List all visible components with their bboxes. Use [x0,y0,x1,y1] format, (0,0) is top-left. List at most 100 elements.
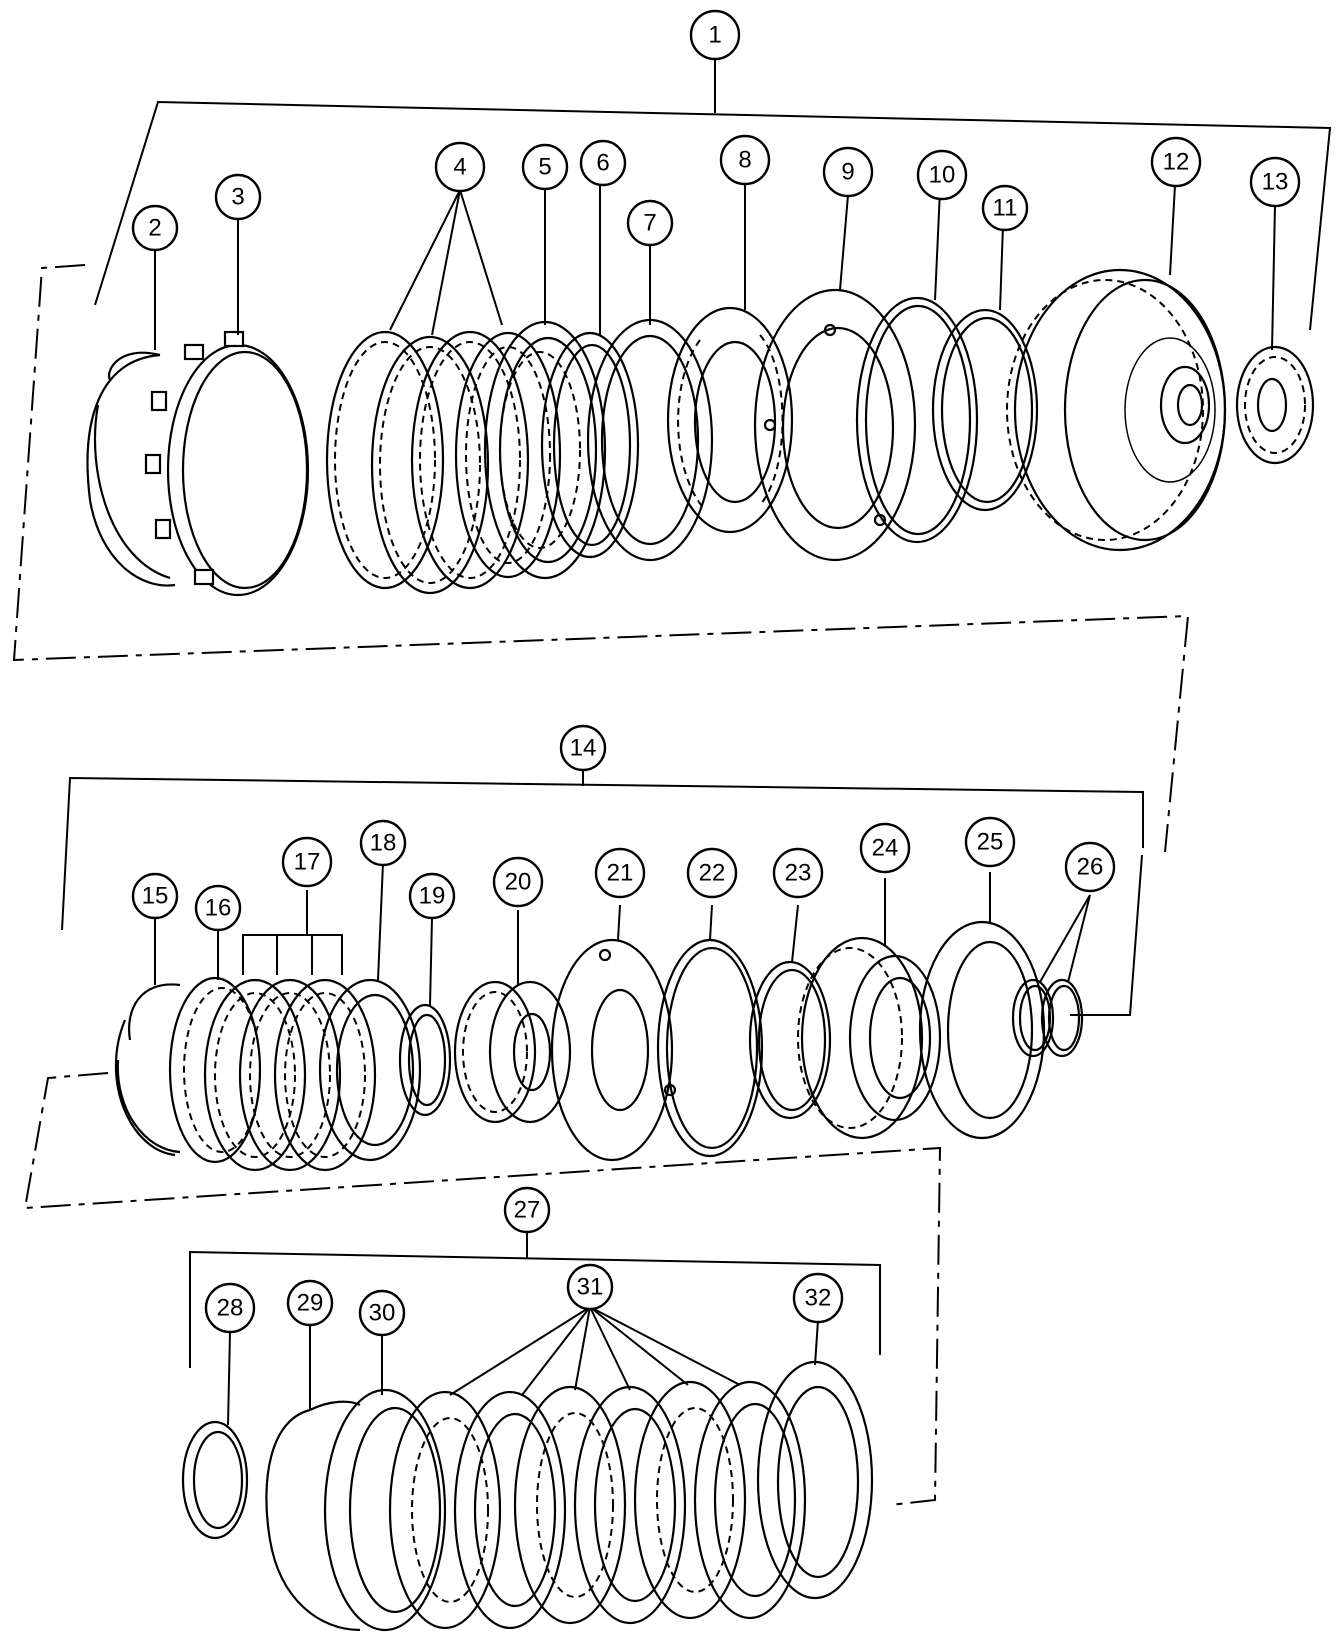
callout-18: 18 [359,819,407,867]
svg-text:28: 28 [217,1295,244,1322]
svg-text:26: 26 [1077,854,1104,881]
part-32-backing-plate [756,1360,874,1600]
svg-text:32: 32 [805,1285,832,1312]
svg-text:12: 12 [1163,149,1190,176]
callout-6: 6 [579,139,627,187]
part-28-thrust-bearing [181,1420,249,1540]
callout-13: 13 [1249,156,1301,208]
svg-text:15: 15 [142,883,169,910]
callout-20: 20 [492,856,544,908]
svg-text:18: 18 [370,830,397,857]
callout-5: 5 [521,143,569,191]
svg-text:17: 17 [294,849,321,876]
callout-4: 4 [434,141,486,193]
svg-text:7: 7 [643,210,656,237]
callout-26: 26 [1064,841,1116,893]
callout-11: 11 [981,184,1029,232]
part-24-piston-housing [797,936,942,1140]
svg-text:31: 31 [577,1274,604,1301]
part-16-pressure-plate [168,976,262,1164]
svg-text:8: 8 [738,147,751,174]
callout-25: 25 [964,816,1016,868]
svg-text:29: 29 [297,1290,324,1317]
part-3-retainer-ring [144,330,310,597]
part-6-ring [540,331,640,559]
callout-22: 22 [686,847,738,899]
svg-text:11: 11 [993,195,1018,222]
svg-text:1: 1 [708,22,721,49]
part-4-clutch-plates [325,330,562,595]
part-13-thrust-washer [1235,345,1315,465]
callout-27: 27 [503,1186,551,1234]
callout-3: 3 [214,173,262,221]
svg-text:19: 19 [419,883,446,910]
part-29-snap-ring [265,1400,361,1632]
svg-text:16: 16 [205,895,232,922]
svg-text:27: 27 [514,1197,541,1224]
part-9-piston [753,288,917,562]
part-30-pressure-plate [323,1388,447,1632]
svg-text:21: 21 [607,860,634,887]
part-10-seal [855,296,979,544]
svg-text:14: 14 [570,735,597,762]
assembly-1-boundary [12,264,1190,853]
svg-text:3: 3 [231,184,244,211]
callout-14: 14 [559,724,607,772]
callout-28: 28 [204,1282,256,1334]
svg-text:6: 6 [596,150,609,177]
svg-text:4: 4 [453,154,466,181]
svg-text:9: 9 [841,159,854,186]
callout-2: 2 [131,204,179,252]
part-17-clutch-plates [203,978,377,1172]
part-18-plate [318,978,422,1162]
callout-32: 32 [792,1272,844,1324]
callout-30: 30 [358,1289,406,1337]
assembly-27-bracket [189,1250,881,1368]
part-20-roller-clutch [453,980,572,1124]
svg-text:30: 30 [369,1300,396,1327]
part-15-snap-ring [115,983,181,1157]
assembly-14-bracket [61,776,1144,931]
callout-31: 31 [566,1263,614,1311]
callout-12: 12 [1150,136,1202,188]
callout-24: 24 [859,822,911,874]
part-23-ring [748,960,832,1120]
assembly-14-boundary [23,1072,942,1506]
part-19-ring [398,1003,452,1117]
assembly-14-group [23,768,1144,1506]
svg-text:25: 25 [977,829,1004,856]
assembly-27-group [181,1232,881,1632]
part-21-hub [550,938,677,1162]
callout-15: 15 [131,872,179,920]
svg-text:10: 10 [929,162,956,189]
svg-text:13: 13 [1262,169,1289,196]
svg-text:2: 2 [148,215,161,242]
callout-29: 29 [286,1279,334,1327]
callout-7: 7 [626,199,674,247]
part-11-seal [931,308,1039,512]
part-22-seal [656,938,764,1158]
svg-text:23: 23 [785,860,812,887]
assembly-1-bracket [94,100,1332,331]
callout-9: 9 [822,146,874,198]
callout-21: 21 [594,847,646,899]
svg-text:20: 20 [505,869,532,896]
part-25-seal [918,920,1046,1140]
callout-8: 8 [719,134,771,186]
part-12-clutch-drum [1006,268,1227,552]
part-7-ring [586,318,714,562]
svg-text:22: 22 [699,860,726,887]
callout-10: 10 [916,149,968,201]
callout-19: 19 [408,872,456,920]
callout-1: 1 [689,9,741,61]
svg-text:5: 5 [538,154,551,181]
part-2-snap-ring [86,351,176,587]
callout-17: 17 [281,836,333,888]
callout-16: 16 [194,884,242,932]
part-31-clutch-plates [388,1380,807,1630]
part-26-seal-rings [1011,978,1084,1058]
callout-labels: 1 2 3 4 5 6 7 8 9 10 11 12 13 14 15 16 1… [131,9,1301,1337]
callout-23: 23 [772,847,824,899]
assembly-1-group [12,60,1332,853]
